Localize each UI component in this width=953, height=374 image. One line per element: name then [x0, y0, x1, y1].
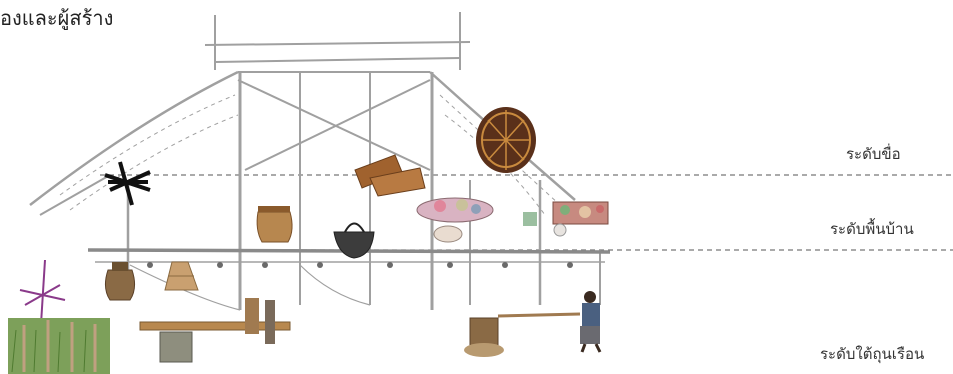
worker-figure-icon	[580, 291, 600, 352]
black-basket-icon	[334, 224, 374, 259]
under-level-label: ระดับใต้ถุนเรือน	[820, 342, 924, 366]
floor-level-label: ระดับพื้นบ้าน	[830, 217, 914, 241]
turtle-shell-icon	[476, 107, 536, 173]
upper-level-label: ระดับขื่อ	[846, 142, 901, 166]
food-tray-icon	[417, 198, 493, 242]
rice-mill-icon	[464, 314, 580, 357]
floor-joist-ends	[147, 262, 573, 268]
rice-field-photo-icon	[8, 318, 110, 374]
food-offering-icon	[523, 202, 608, 236]
rice-basket-icon	[257, 206, 292, 242]
rice-pounder-icon	[140, 298, 290, 362]
conical-basket-icon	[165, 262, 198, 290]
fish-trap-jar-icon	[105, 262, 134, 300]
wicker-basket-upper-icon	[355, 155, 425, 196]
